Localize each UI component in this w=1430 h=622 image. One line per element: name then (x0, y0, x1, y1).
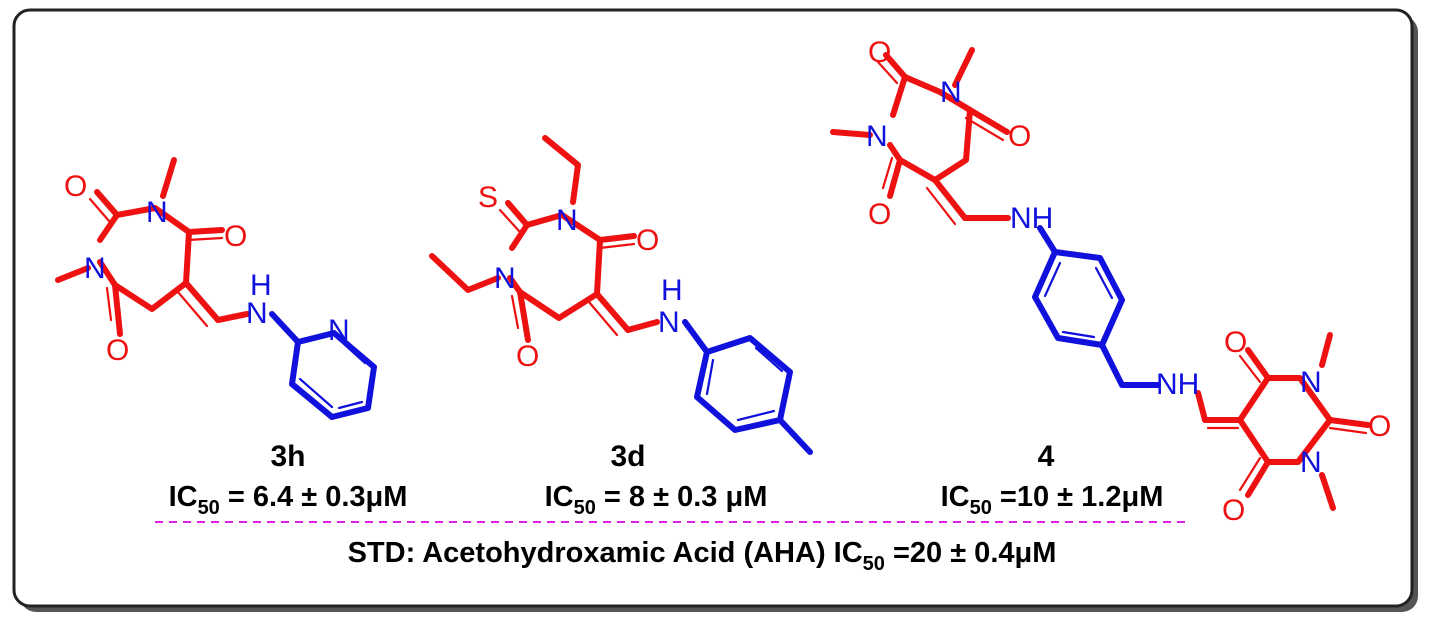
atom-n: N (556, 204, 578, 237)
atom-o: O (1224, 326, 1247, 359)
atom-s: S (478, 181, 498, 214)
molecule-4: O N N O O NH NH O N O N O (830, 36, 1391, 527)
ic50-3d: IC50 = 8 ± 0.3 μM (545, 481, 768, 519)
standard-reference: STD: Acetohydroxamic Acid (AHA) IC50 =20… (348, 537, 1057, 575)
compound-label-3h: 3h (270, 440, 305, 473)
atom-o: O (868, 198, 891, 231)
atom-n: N (658, 306, 680, 339)
atom-nh: NH (1156, 368, 1199, 401)
atom-o: O (516, 340, 539, 373)
atom-n: N (246, 297, 268, 330)
atom-n: N (1300, 366, 1322, 399)
atom-n: N (866, 120, 888, 153)
atom-o: O (1368, 410, 1391, 443)
frame-border (12, 8, 1414, 608)
atom-n: N (328, 314, 350, 347)
atom-o: O (636, 224, 659, 257)
molecule-3h: O N N O O N H N (55, 157, 377, 420)
atom-o: O (1008, 120, 1031, 153)
atom-h: H (250, 269, 272, 302)
atom-nh: NH (1010, 202, 1053, 235)
atom-n: N (146, 196, 168, 229)
atom-o: O (64, 170, 87, 203)
compound-label-3d: 3d (610, 440, 645, 473)
atom-o: O (106, 334, 129, 367)
ic50-3h: IC50 = 6.4 ± 0.3μM (169, 481, 408, 519)
compound-label-4: 4 (1038, 440, 1055, 473)
atom-o: O (868, 36, 891, 69)
atom-o: O (224, 220, 247, 253)
ic50-4: IC50 =10 ± 1.2μM (941, 481, 1164, 519)
molecule-3d: S N N O O N H (429, 135, 813, 455)
atom-o: O (1222, 494, 1245, 527)
atom-n: N (940, 76, 962, 109)
atom-n: N (494, 262, 516, 295)
atom-h: H (661, 274, 683, 307)
atom-n: N (1300, 446, 1322, 479)
atom-n: N (84, 252, 106, 285)
